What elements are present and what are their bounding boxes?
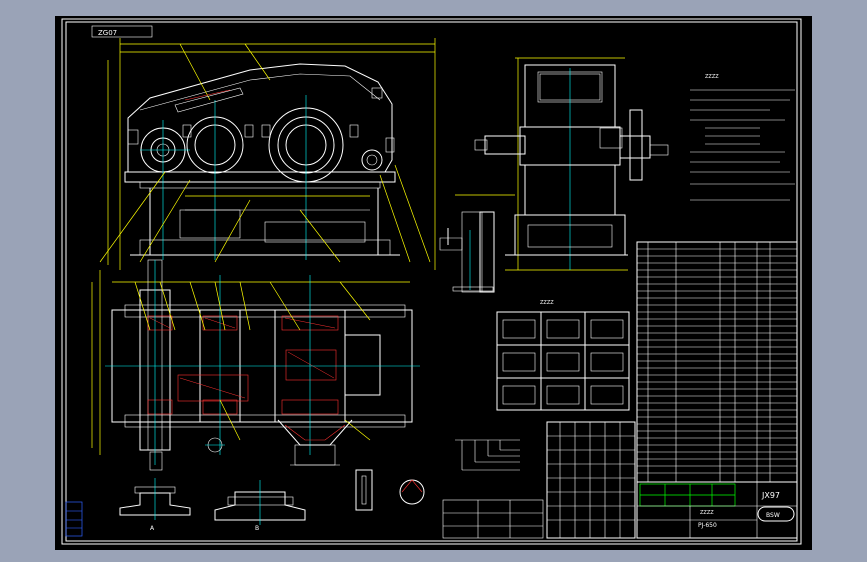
drawing-canvas[interactable]: [55, 16, 812, 550]
top-left-code-box: ZG07: [91, 25, 153, 38]
sheet-code: JX97: [761, 491, 780, 500]
ratio-table: [546, 421, 636, 539]
detail-view-small: [439, 194, 515, 293]
top-left-code: ZG07: [98, 29, 117, 37]
logo-text: BSW: [766, 512, 780, 519]
technical-notes: ZZZZ: [690, 74, 795, 201]
section-details: A B: [119, 469, 425, 532]
sheet-border: [61, 18, 802, 545]
section-label-b: B: [255, 525, 259, 532]
title-block-label: ZZZZ: [700, 510, 714, 516]
section-label-a: A: [150, 525, 155, 532]
arrangement-diagrams: ZZZZ: [496, 300, 630, 411]
title-block: JX97 ZZZZ PJ-650 BSW: [636, 481, 798, 539]
model-code-diagram: [455, 439, 520, 471]
revision-stamp: [65, 501, 83, 537]
parts-list: [636, 241, 798, 483]
small-table-bottom: [442, 499, 544, 539]
company-logo: [757, 506, 795, 522]
front-view: [99, 38, 436, 270]
side-view: [474, 57, 669, 271]
top-section-view: [91, 259, 420, 471]
tech-notes-title: ZZZZ: [705, 74, 719, 80]
sheet-inner-border: [65, 21, 798, 542]
title-block-name: PJ-650: [698, 522, 717, 529]
arrangement-title: ZZZZ: [540, 300, 554, 306]
